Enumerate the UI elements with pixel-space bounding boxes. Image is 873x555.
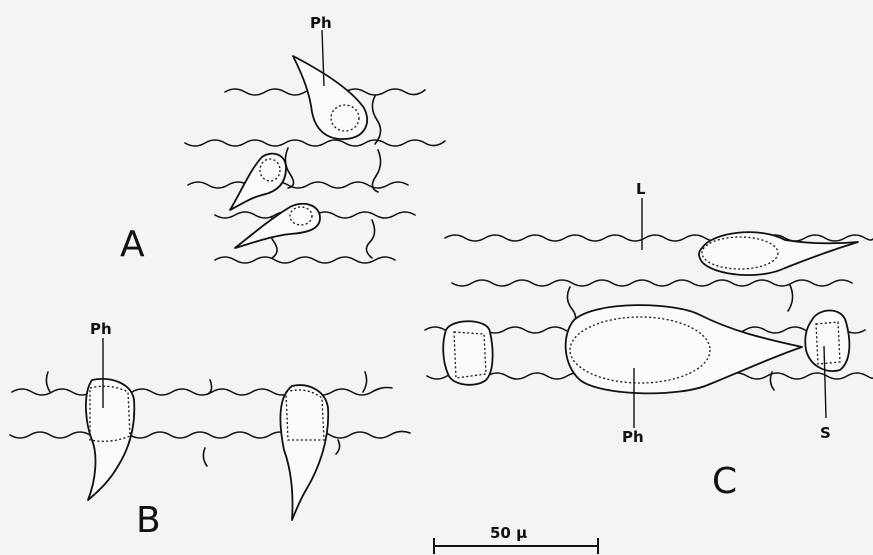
panel-b-phloem-label: Ph <box>90 320 112 338</box>
panel-c: L Ph S C <box>425 180 873 502</box>
scale-bar-label: 50 µ <box>490 524 527 542</box>
panel-b: Ph B <box>10 320 410 541</box>
panel-c-sieve-label: S <box>820 424 831 442</box>
panel-a-phloem-label: Ph <box>310 14 332 32</box>
scale-bar: 50 µ <box>434 524 598 554</box>
panel-c-label: C <box>712 461 737 502</box>
panel-c-lumen-label: L <box>636 180 646 198</box>
panel-a: Ph A <box>120 14 445 265</box>
panel-b-label: B <box>136 500 161 541</box>
panel-c-phloem-label: Ph <box>622 428 644 446</box>
panel-a-label: A <box>120 224 145 265</box>
